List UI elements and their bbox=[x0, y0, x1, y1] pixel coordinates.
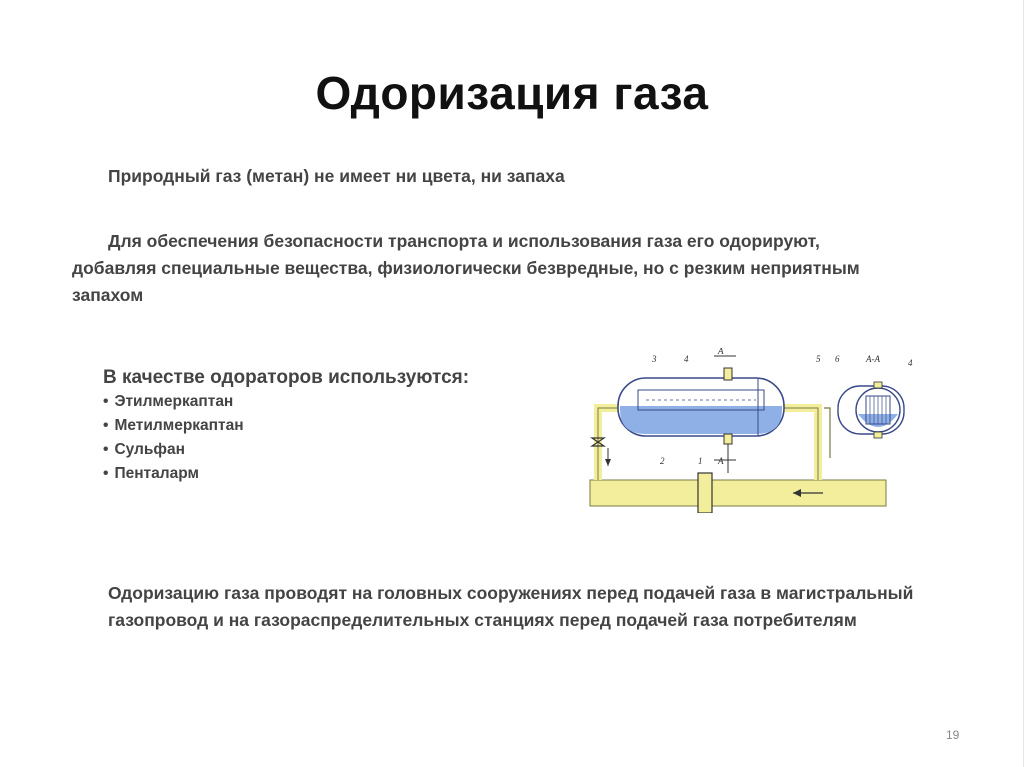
diagram-label: A bbox=[717, 456, 724, 466]
list-item: Метилмеркаптан bbox=[103, 414, 243, 438]
paragraph-safety: Для обеспечения безопасности транспорта … bbox=[72, 231, 860, 305]
list-item: Сульфан bbox=[103, 438, 244, 462]
list-item: Пенталарм bbox=[103, 462, 244, 486]
main-pipeline bbox=[589, 479, 887, 507]
list-item: Этилмеркаптан bbox=[103, 390, 244, 414]
pipeline-flange bbox=[697, 472, 713, 513]
diagram-label: 6 bbox=[835, 354, 840, 364]
diagram-label: 1 bbox=[698, 456, 703, 466]
odorants-list: Этилмеркаптан Метилмеркаптан Сульфан Пен… bbox=[103, 390, 244, 486]
paragraph-gas-properties: Природный газ (метан) не имеет ни цвета,… bbox=[108, 166, 565, 186]
diagram-label: A-A bbox=[865, 354, 880, 364]
slide-title: Одоризация газа bbox=[315, 67, 709, 119]
diagram-label: 3 bbox=[651, 354, 657, 364]
paragraph-odorization-location: Одоризацию газа проводят на головных соо… bbox=[108, 583, 914, 630]
diagram-label: A bbox=[717, 348, 724, 356]
diagram-label: 5 bbox=[816, 354, 821, 364]
valve-icon bbox=[590, 437, 606, 447]
diagram-label: 2 bbox=[660, 456, 665, 466]
diagram-label: 4 bbox=[684, 354, 689, 364]
tank-liquid bbox=[620, 406, 782, 434]
diagram-label: 4 bbox=[908, 358, 913, 368]
right-feed-pipe bbox=[784, 404, 822, 480]
odorants-heading: В качестве одораторов используются: bbox=[103, 367, 470, 388]
page-number: 19 bbox=[946, 728, 960, 742]
odorizer-diagram: 3 4 A 5 6 A-A 4 2 1 A bbox=[589, 348, 913, 513]
